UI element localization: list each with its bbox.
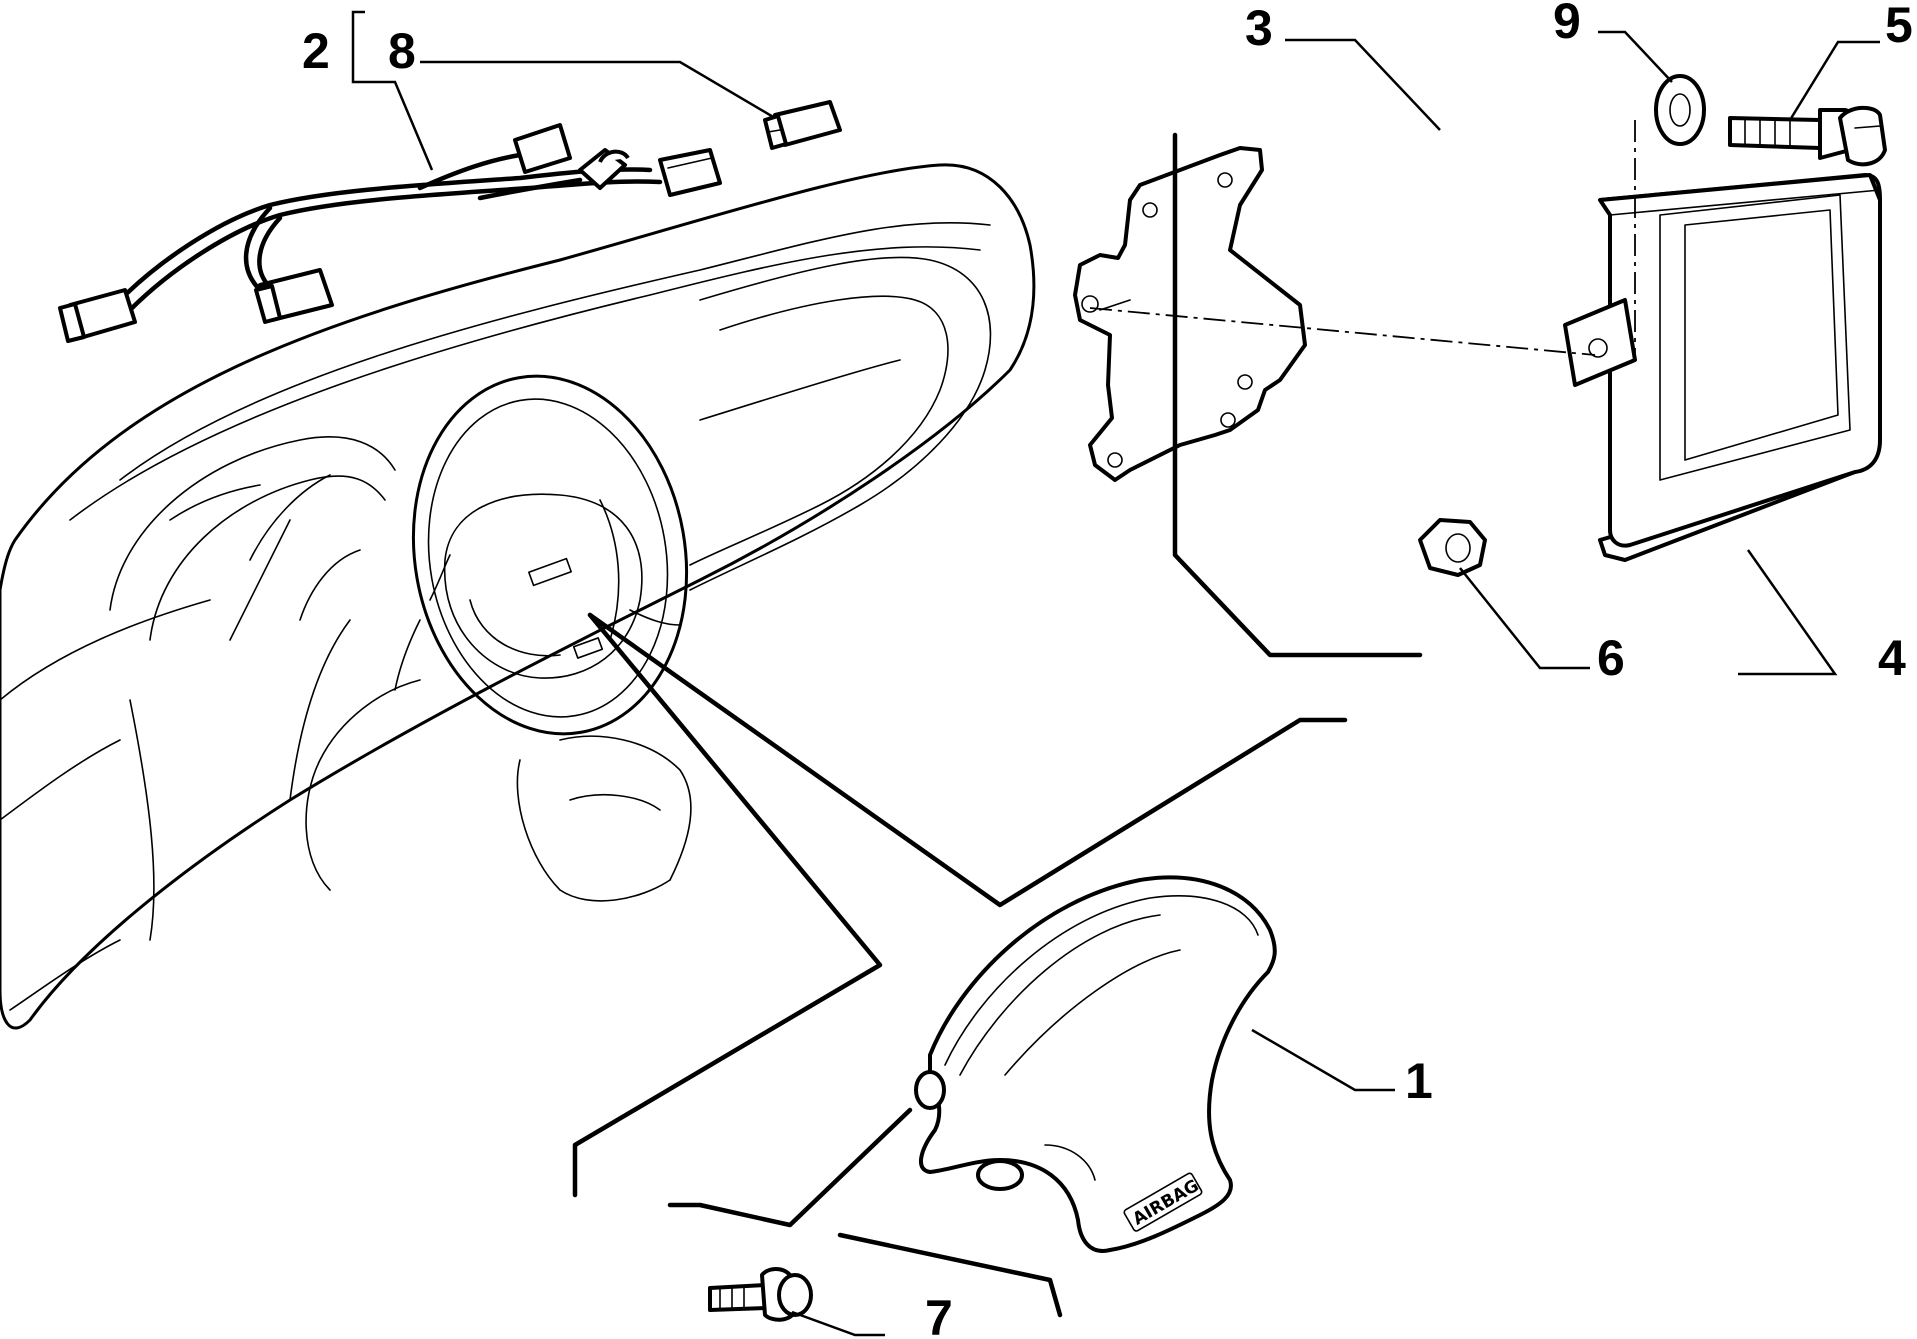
leader-7 (791, 1310, 885, 1337)
callout-4: 4 (1878, 630, 1906, 686)
nut-part-6 (1418, 518, 1487, 577)
dashboard-illustration (0, 163, 1036, 1030)
alignment-line-horizontal (1089, 307, 1596, 356)
leader-6 (1459, 567, 1590, 670)
callout-8: 8 (388, 23, 416, 79)
leader-4 (1738, 549, 1838, 676)
leader-3 (1285, 38, 1441, 131)
control-unit (1563, 173, 1882, 562)
leader-2-bracket (351, 10, 434, 171)
bolt-part-5 (1728, 105, 1887, 167)
callout-5: 5 (1885, 0, 1913, 53)
callout-6: 6 (1597, 630, 1625, 686)
harness-connector-round (578, 148, 630, 190)
wiring-harness (58, 100, 842, 343)
callout-9: 9 (1553, 0, 1581, 49)
frame-line-bracket (1172, 132, 1423, 658)
leader-8 (420, 60, 776, 120)
frame-line-screw-2 (837, 1232, 1063, 1318)
leader-1 (1251, 1028, 1395, 1092)
frame-line-airbag (587, 612, 1348, 908)
connector-part-8 (763, 100, 842, 150)
frame-line-airbag-lower (572, 612, 883, 1198)
harness-connector-lower (254, 268, 334, 324)
harness-connector-left (58, 288, 137, 343)
callout-3: 3 (1245, 0, 1273, 56)
mounting-bracket (1073, 146, 1307, 482)
harness-connector-upper (513, 123, 572, 174)
leader-5 (1788, 40, 1880, 121)
frame-line-screw (667, 1107, 913, 1228)
callout-2: 2 (302, 23, 330, 79)
callout-7: 7 (925, 1290, 953, 1339)
washer-part-9 (1654, 74, 1706, 146)
screw-part-7 (708, 1267, 813, 1322)
harness-connector-right (658, 148, 722, 197)
callout-1: 1 (1405, 1053, 1433, 1109)
leader-9 (1598, 30, 1673, 83)
airbag-module: AIRBAG (914, 875, 1277, 1253)
